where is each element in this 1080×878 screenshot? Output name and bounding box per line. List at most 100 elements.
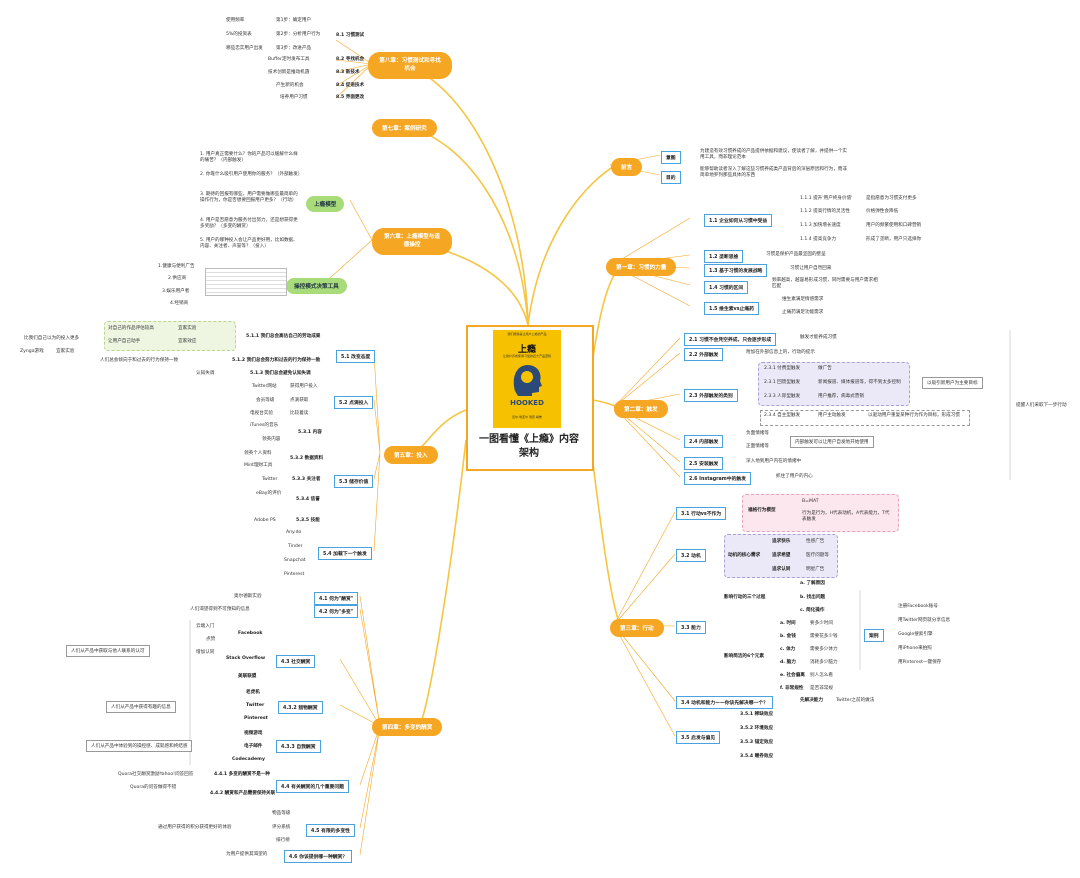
chapter-4-node: 第四章：多变的酬赏 <box>372 718 443 736</box>
chapter-6-node: 第六章：上瘾模型与道德操控 <box>372 228 452 255</box>
manipulation-matrix-node: 操控模式决策工具 <box>286 278 347 294</box>
center-title: 一图看懂《上瘾》内容 架构 <box>470 433 588 460</box>
chapter-7-node: 第七章：案例研究 <box>372 119 437 137</box>
ch2-types-right: 以吸引新用户为主要目标 <box>922 377 983 389</box>
self-1: 视频游戏 <box>244 731 263 736</box>
book-top-line: 我们能够是让用户上瘾的产品 <box>507 332 547 336</box>
ch3-ability: 3.3 能力 <box>676 621 706 634</box>
ch1-item-2: 1.1.2 提高行情的灵活性 <box>800 209 850 214</box>
ch8-note-1: 使用频率 <box>226 18 245 23</box>
case-3: Google搜索引擎 <box>898 632 933 637</box>
finite-1: 物品等级 <box>272 811 291 816</box>
ch4-what-variable: 4.2 何为"多变" <box>314 605 359 618</box>
ch1-vitamin-note-2: 止痛药满足功能需求 <box>782 310 824 315</box>
case-4: 用iPhone来拍照 <box>898 646 932 651</box>
ch5-bit-by-bit: 5.2 点滴投入 <box>334 396 374 409</box>
ch2-self-right: 以驱动用户重复某种行为作为目标，形成习惯 <box>868 413 960 418</box>
ikea-right-1: 宜家实验 <box>178 326 197 331</box>
ch1-note-4: 形成了垄断，用户只选择你 <box>866 237 922 242</box>
ch2-habit-note: 触发才能养成习惯 <box>800 335 837 340</box>
ch1-note-1: 是指愿意为习惯支付更多 <box>866 196 917 201</box>
ch3-action: 3.1 行动vs不作为 <box>676 507 727 520</box>
element-note-a: 要多少时间 <box>810 621 833 626</box>
ch5-data: 5.3.2 数据资料 <box>290 456 324 461</box>
ch1-item-3: 1.1.3 加快增长速度 <box>800 223 841 228</box>
ch1-benefit: 1.1 企业如何从习惯中受益 <box>704 214 773 227</box>
tribe-note-1: 云端入门 <box>196 624 215 629</box>
ch4-self: 4.3.3 自我酬赏 <box>276 740 321 753</box>
ch2-internal-2: 正面情绪等 <box>746 444 769 449</box>
ch5-data-note-1: 领英个人资料 <box>244 451 272 456</box>
ikea-box <box>104 321 236 351</box>
ch1-vitamin-note-1: 维生素满足情感需求 <box>782 297 824 302</box>
ch3-heuristics: 3.5 启发与偏见 <box>676 731 721 744</box>
ch6-question-1: 1. 用户真正需要什么？你的产品可以缓解什么样的痛苦？（内部触发） <box>200 152 298 163</box>
preface-goal-text: 能够帮助读者深入了解这些习惯养成类产品背后的深层原因和行为，而非简单地罗列那些具… <box>700 167 848 178</box>
center-title-line2: 架构 <box>519 447 539 459</box>
zynga-game: Zynga游戏 <box>20 349 44 354</box>
element-note-f: 是否非常规 <box>810 686 833 691</box>
ch8-note-2: 5%的投资表 <box>226 32 252 37</box>
ch5-consistent: 5.1.2 我们总会努力和过去的行为保持一致 <box>232 358 321 363</box>
ch2-type-note-1: 做广告 <box>818 366 832 371</box>
next-3: Snapchat <box>284 558 306 563</box>
ch2-type-note-2: 新闻报道、媒体报道等，得不到太多控制 <box>818 380 901 385</box>
ch6-question-2: 2. 你靠什么吸引用户使用你的服务？（外部触发） <box>200 172 303 177</box>
ch6-question-3: 3. 期待的回报有哪些，用户需要做哪些最简单的操作行为，你是否想要回报用户更多？… <box>200 192 298 203</box>
quadrant-3: 3.娱乐用户者 <box>162 289 190 294</box>
ch5-s2-1: Twitter网站 <box>252 384 277 389</box>
ch4-which-reward: 4.6 你该提供哪一种酬赏？ <box>284 850 353 863</box>
ch5-rep-note: eBay的评价 <box>256 491 282 496</box>
fogg-formula: B=MAT <box>802 499 819 504</box>
question-note-2: Quora的问答做得不错 <box>130 785 177 790</box>
ch4-what-reward: 4.1 何为"酬赏" <box>314 592 359 605</box>
ch8-step-3: 第3步：改进产品 <box>276 46 312 51</box>
ch1-vitamin: 1.5 维生素vs止痛药 <box>704 302 759 315</box>
ch2-type-1: 2.3.1 付费型触发 <box>764 366 801 371</box>
ch5-s2-2: 会员等级 <box>256 398 275 403</box>
book-title-cn: 上瘾 <box>517 345 536 355</box>
next-2: Tinder <box>288 544 303 549</box>
element-d: d. 脑力 <box>780 660 796 665</box>
ch8-tech-note: 技术创新是推动机遇 <box>268 70 310 75</box>
motivation-note-3: 明星广告 <box>806 567 825 572</box>
ch2-types-box <box>758 362 910 406</box>
ch2-type-2: 2.3.1 回馈型触发 <box>764 380 801 385</box>
chapter-5-node: 第五章：投入 <box>384 446 438 464</box>
motivation-1: 追求快乐 <box>772 539 791 544</box>
bias-1: 3.5.1 稀缺效应 <box>740 712 774 717</box>
ch8-step-2: 第2步：分析用户行为 <box>276 32 321 37</box>
ch5-s2-note-2: 点滴获取 <box>290 398 309 403</box>
ch2-external-note: 附加在外部信息上的，行动的提示 <box>746 350 815 355</box>
ch1-monopoly-note: 习惯是保护产品最坚固的壁垒 <box>766 252 826 257</box>
ch6-question-4: 4. 用户是否愿意为服务付出努力，还是想获得更多奖励？（多变的酬赏） <box>200 218 298 229</box>
finite-2: 评分系统 <box>272 825 291 830</box>
hunt-3: Pinterest <box>244 716 268 721</box>
ch5-attitude: 5.1 改变态度 <box>336 350 376 363</box>
ch1-item-1: 1.1.1 提升'用户终身价值' <box>800 196 853 201</box>
ch8-enabling-tech: 8.4 促进技术 <box>336 83 365 88</box>
preface-intent-text: 为建造有效习惯养成的产品提供依据和建议，使读者了解，并提供一个实用工具，而非理论… <box>700 149 848 160</box>
ch1-note-2: 价格弹性会降低 <box>866 209 899 214</box>
ch2-habit-form: 2.1 习惯不会凭空养成，只会逐步形成 <box>684 333 777 346</box>
fogg-explain: 行为是行为，H代表动机，A代表能力，T代表触发 <box>802 511 890 522</box>
bias-4: 3.5.4 赠券效应 <box>740 754 774 759</box>
hook-model-node: 上瘾模型 <box>306 196 345 212</box>
ch3-motivation: 3.2 动机 <box>676 549 706 562</box>
ch5-dissonance: 5.1.3 我们总会避免认知失调 <box>250 371 311 376</box>
preface-goal: 目的 <box>661 171 681 184</box>
motivation-note-1: 性感广告 <box>806 539 825 544</box>
self-left: 人们从产品中体验到的操控感、成就感和终结感 <box>86 740 193 752</box>
tribe-1: Facebook <box>238 631 263 636</box>
preface-node: 前言 <box>611 158 643 176</box>
ch2-instagram-note: 抓住了用户的内心 <box>776 474 813 479</box>
ch4-finite: 4.5 有限的多变性 <box>306 824 355 837</box>
motivation-core: 动机的核心需求 <box>728 553 761 558</box>
ability-first: 先解决能力 <box>800 698 823 703</box>
bias-2: 3.5.2 环境效应 <box>740 726 774 731</box>
ch8-habit-note: 培养用户习惯 <box>280 95 308 100</box>
chapter-1-node: 第一章：习惯的力量 <box>606 258 677 276</box>
ch1-zone-note: 频率越高，越容易形成习惯，同时需要与用户需求相匹配 <box>772 278 878 289</box>
ch5-s2-note-3: 比较着读 <box>290 411 309 416</box>
finite-3: 排行榜 <box>276 838 290 843</box>
